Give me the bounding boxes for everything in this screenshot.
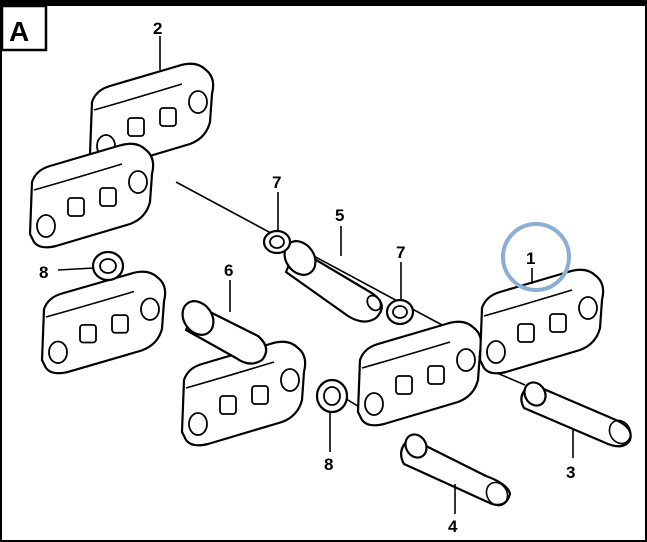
seal-upper-left: [262, 229, 292, 255]
callout-link-top: 2: [153, 19, 162, 38]
callout-seal-upper-left: 7: [272, 173, 281, 192]
panel-label: A: [9, 16, 29, 47]
pin-long: [520, 381, 632, 448]
track-link-right-front: [478, 268, 605, 375]
callout-pin-long: 3: [566, 463, 575, 482]
bushing-upper: [283, 240, 383, 323]
seal-lower: [315, 378, 349, 414]
pin-axis-upper: [175, 181, 471, 341]
highlight-ring: [501, 222, 571, 292]
track-link-top-front: [28, 142, 155, 249]
track-link-left-rear: [40, 270, 167, 375]
panel-label-box: [0, 4, 48, 52]
seal-upper-right: [385, 298, 415, 326]
top-bar: [0, 0, 647, 6]
bushing-lower: [181, 300, 268, 365]
seal-left: [91, 250, 125, 282]
pin-short: [399, 433, 512, 507]
callout-pin-short: 4: [448, 517, 458, 536]
callout-seal-lower: 8: [324, 455, 333, 474]
callout-seal-left: 8: [39, 263, 48, 282]
callout-bushing-lower: 6: [224, 261, 233, 280]
callout-link-right: 1: [526, 249, 535, 268]
callout-bushing-upper: 5: [335, 206, 344, 225]
callout-seal-upper-right: 7: [396, 243, 405, 262]
track-link-right-rear: [356, 320, 483, 427]
